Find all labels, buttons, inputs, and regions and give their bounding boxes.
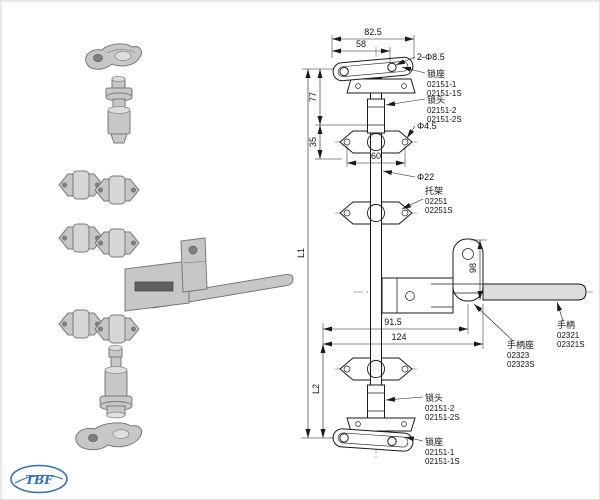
dim-handle-offset1: 91.5 <box>384 317 402 327</box>
iso-part-clamp <box>58 170 104 200</box>
handle-seat-2d <box>381 277 454 314</box>
part-name: 手柄座 <box>507 339 534 350</box>
iso-part-lock-seat-bottom <box>75 422 143 451</box>
part-code: 02323S <box>507 360 535 369</box>
label-lock-head-bottom: 锁头 02151-2 02151-2S <box>385 392 460 422</box>
part-name: 锁头 <box>427 94 445 105</box>
part-code: 02321 <box>557 331 580 340</box>
iso-part-clamp <box>94 175 140 205</box>
dimensions: 82.5 58 2-Φ8.5 77 35 Φ4.5 60 Φ22 L1 L2 <box>296 27 487 439</box>
dim-handle-offset2: 124 <box>391 332 406 342</box>
dim-handle-height: 98 <box>468 263 478 273</box>
lock-head-2d-bottom <box>367 384 385 420</box>
iso-parts <box>58 43 294 451</box>
part-name: 锁座 <box>425 436 443 447</box>
handle-2d <box>482 283 587 301</box>
iso-part-lock-head-top <box>105 76 133 144</box>
handle-hub-2d <box>452 238 484 302</box>
part-code: 02151-1S <box>425 457 460 466</box>
label-lock-seat-bottom: 锁座 02151-1 02151-1S <box>404 436 460 466</box>
label-lock-head-top: 锁头 02151-2 02151-2S <box>385 94 462 124</box>
part-labels: 锁座 02151-1 02151-1S 锁头 02151-2 02151-2S … <box>385 66 585 466</box>
part-code: 02151-2 <box>427 106 457 115</box>
label-bracket: 托架 02251 02251S <box>401 185 453 215</box>
dim-rod-dia: Φ22 <box>417 172 434 182</box>
bracket-ring <box>367 360 385 378</box>
part-code: 02151-2 <box>425 404 455 413</box>
dim-upper-len: 77 <box>308 92 318 102</box>
part-code: 02151-2S <box>425 413 460 422</box>
part-code: 02151-1 <box>427 80 457 89</box>
watermark-logo: TBF <box>10 464 68 494</box>
part-code: 02151-2S <box>427 115 462 124</box>
label-handle: 手柄 02321 02321S <box>556 301 585 349</box>
part-code: 02321S <box>557 340 585 349</box>
iso-part-clamp <box>58 223 104 253</box>
iso-part-clamp <box>58 309 104 339</box>
part-code: 02251S <box>425 206 453 215</box>
part-code: 02251 <box>425 197 448 206</box>
dim-upper-len2: 35 <box>308 137 318 147</box>
iso-part-handle <box>124 237 294 312</box>
bracket-ring <box>367 204 385 222</box>
part-code: 02323 <box>507 351 530 360</box>
iso-part-clamp <box>94 314 140 344</box>
lock-seat-2d-top <box>332 56 416 94</box>
label-lock-seat-top: 锁座 02151-1 02151-1S <box>401 66 462 98</box>
iso-part-clamp <box>94 228 140 258</box>
part-name: 锁头 <box>425 392 443 403</box>
dim-top-hole-span: 58 <box>356 39 366 49</box>
part-code: 02151-1S <box>427 89 462 98</box>
dim-lower-len: L2 <box>311 384 321 394</box>
dim-top-holes: 2-Φ8.5 <box>417 52 445 62</box>
lock-seat-2d-bottom <box>332 417 416 452</box>
part-name: 托架 <box>425 185 443 196</box>
iso-part-lock-head-bottom <box>99 344 133 419</box>
watermark-text: TBF <box>25 473 54 487</box>
dim-top-width: 82.5 <box>364 27 382 37</box>
iso-part-lock-seat-top <box>85 43 143 70</box>
dim-bracket-hole-span: 60 <box>371 151 381 161</box>
part-name: 锁座 <box>427 68 445 79</box>
part-name: 手柄 <box>557 319 575 330</box>
assembly-drawing-2d <box>332 47 593 459</box>
dim-bracket-hole-dia: Φ4.5 <box>417 121 437 131</box>
label-handle-seat: 手柄座 02323 02323S <box>473 303 535 369</box>
lock-head-2d-top <box>367 98 385 134</box>
dim-overall-len: L1 <box>296 248 306 258</box>
part-code: 02151-1 <box>425 448 455 457</box>
